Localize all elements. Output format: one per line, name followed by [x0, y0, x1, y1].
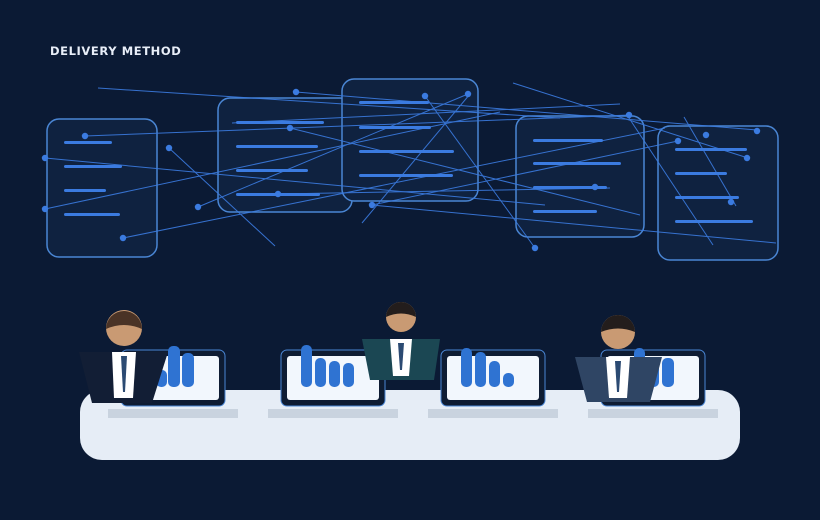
bar-chart-icon: [461, 348, 514, 387]
network-node-icon: [81, 132, 89, 140]
network-node-icon: [464, 90, 472, 98]
person-icon: [79, 310, 168, 403]
network-node-icon: [119, 234, 127, 242]
monitor-icon: [440, 348, 546, 407]
network-node-icon: [41, 154, 49, 162]
network-node-icon: [41, 205, 49, 213]
person-icon: [575, 315, 662, 402]
desk-icon: [80, 390, 740, 460]
page-title: DELIVERY METHOD: [50, 44, 182, 58]
document-panel-icon: [515, 115, 645, 238]
monitor-icon: [280, 345, 386, 407]
network-node-icon: [702, 131, 710, 139]
network-node-icon: [194, 203, 202, 211]
network-node-icon: [591, 183, 599, 191]
network-node-icon: [286, 124, 294, 132]
network-node-icon: [674, 137, 682, 145]
document-panel-icon: [217, 97, 353, 213]
network-node-icon: [727, 198, 735, 206]
document-panel-icon: [46, 118, 158, 258]
network-node-icon: [368, 201, 376, 209]
network-node-icon: [274, 190, 282, 198]
network-node-icon: [743, 154, 751, 162]
network-node-icon: [531, 244, 539, 252]
people: [79, 302, 662, 403]
person-icon: [362, 302, 440, 380]
network-nodes: [41, 88, 761, 252]
network-node-icon: [753, 127, 761, 135]
document-panel-icon: [657, 125, 779, 261]
bar-chart-icon: [301, 345, 354, 387]
network-node-icon: [625, 111, 633, 119]
network-lines: [44, 82, 777, 249]
network-node-icon: [165, 144, 173, 152]
network-node-icon: [421, 92, 429, 100]
network-node-icon: [292, 88, 300, 96]
